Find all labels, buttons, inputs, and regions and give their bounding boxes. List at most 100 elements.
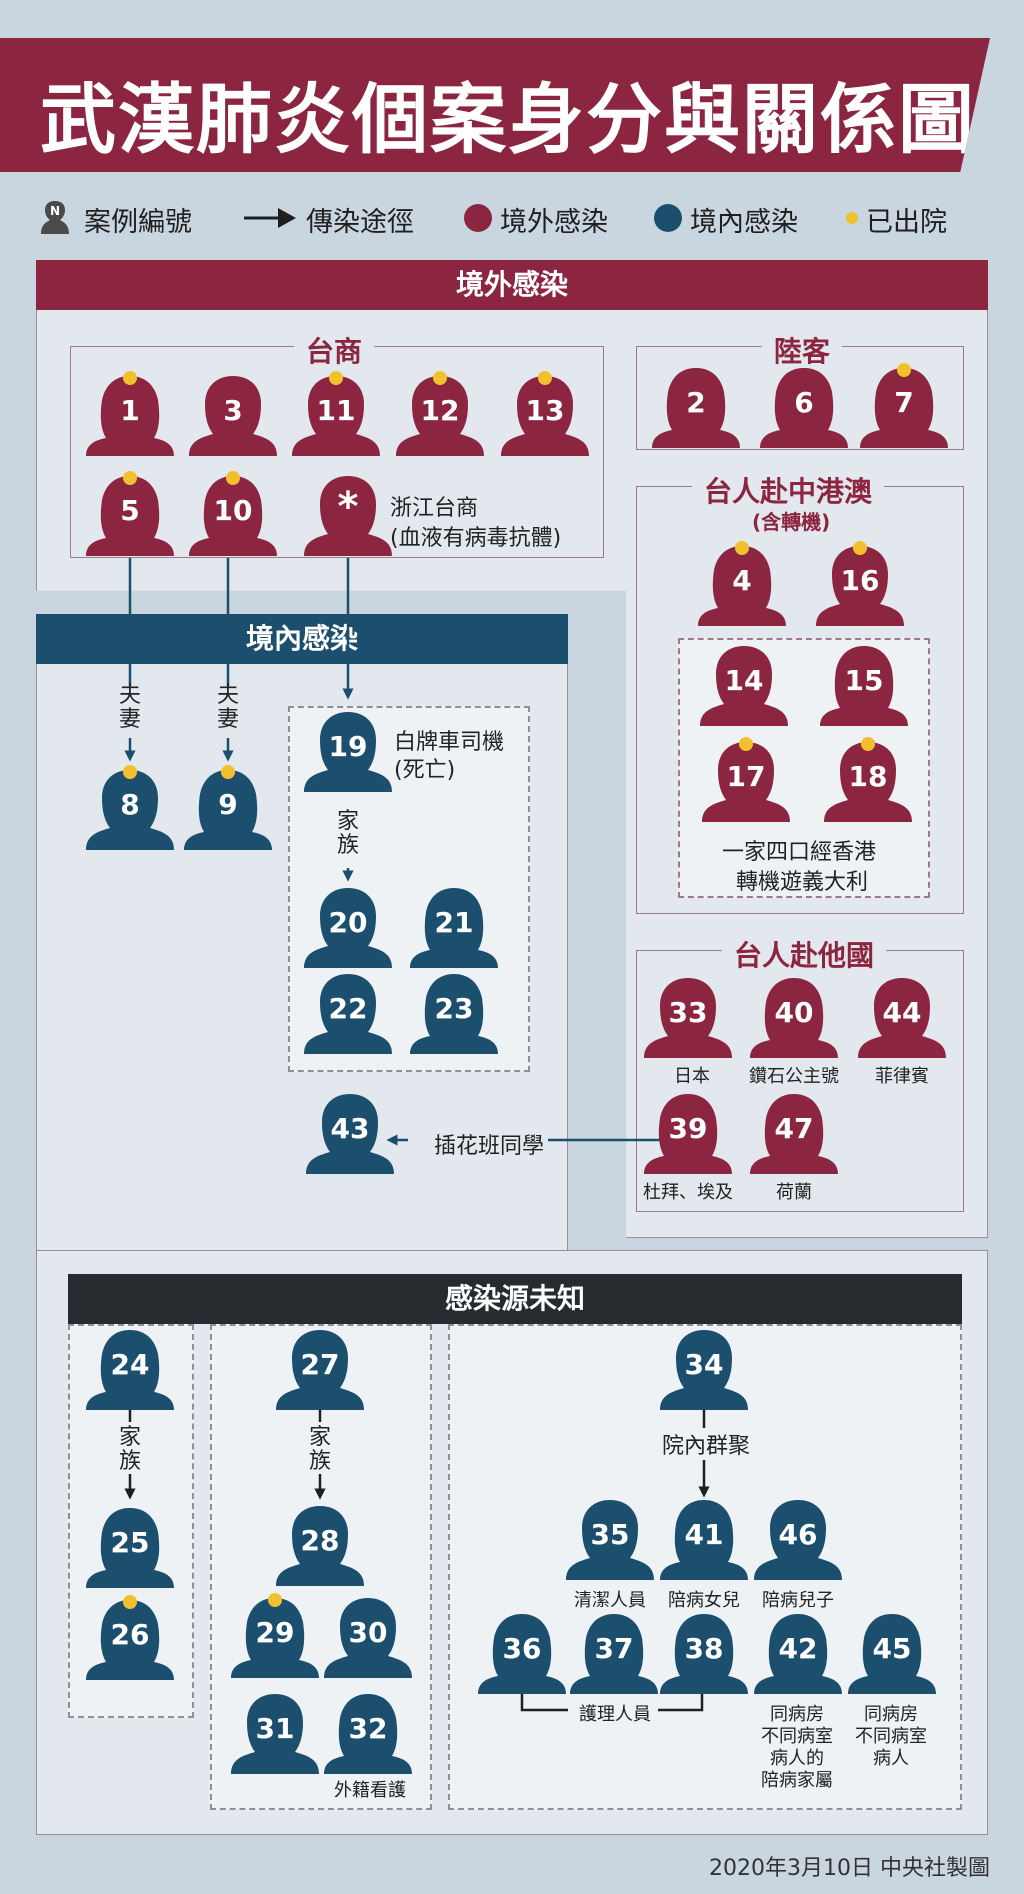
- case-number: 16: [841, 564, 880, 597]
- discharged-dot-icon: [846, 212, 858, 224]
- case-26-person-icon: 26: [86, 1595, 174, 1680]
- legend-transmission-label: 傳染途徑: [306, 207, 414, 238]
- flower-class-label: 插花班同學: [430, 1128, 549, 1160]
- case-number: 39: [669, 1112, 708, 1145]
- nurses-bracket-left: [520, 1694, 568, 1712]
- case-number: 2: [686, 386, 705, 419]
- case-number: 44: [883, 996, 922, 1029]
- taiwanese-china-subtitle: (含轉機): [752, 510, 831, 534]
- case-number: 3: [223, 394, 242, 427]
- discharged-dot-icon: [123, 471, 137, 485]
- case-number: 8: [120, 788, 139, 821]
- legend-local-label: 境內感染: [690, 207, 798, 238]
- case-number: 19: [329, 730, 368, 763]
- local-dot-icon: [654, 204, 682, 232]
- case-number: 15: [845, 664, 884, 697]
- dubai-label: 杜拜、埃及: [643, 1182, 733, 1203]
- case-number: 42: [779, 1632, 818, 1665]
- spouse-b-label: 夫妻: [216, 683, 239, 732]
- case-34-person-icon: 34: [660, 1330, 748, 1410]
- discharged-dot-icon: [123, 371, 137, 385]
- diamond-label: 鑽石公主號: [749, 1066, 839, 1087]
- case-number: 30: [349, 1616, 388, 1649]
- case-47-person-icon: 47: [750, 1094, 838, 1174]
- case-38-person-icon: 38: [660, 1614, 748, 1694]
- case-number: 31: [256, 1712, 295, 1745]
- daughter-label: 陪病女兒: [668, 1590, 740, 1611]
- son-label: 陪病兒子: [762, 1590, 834, 1611]
- philippines-label: 菲律賓: [875, 1066, 929, 1087]
- cleaner-label: 清潔人員: [574, 1590, 646, 1611]
- legend-imported-label: 境外感染: [500, 207, 608, 238]
- case-23-person-icon: 23: [410, 974, 498, 1054]
- legend-discharged-label: 已出院: [866, 207, 947, 238]
- case-number: 32: [349, 1712, 388, 1745]
- case-10-person-icon: 10: [189, 471, 277, 556]
- family-27-label: 家族: [308, 1425, 331, 1474]
- case-43-person-icon: 43: [306, 1094, 394, 1174]
- case-number: 7: [894, 386, 913, 419]
- discharged-dot-icon: [123, 1595, 137, 1609]
- case-number: 29: [256, 1616, 295, 1649]
- case-20-person-icon: 20: [304, 888, 392, 968]
- case-25-person-icon: 25: [86, 1508, 174, 1588]
- case-42-person-icon: 42: [754, 1614, 842, 1694]
- case-33-person-icon: 33: [644, 978, 732, 1058]
- case-21-person-icon: 21: [410, 888, 498, 968]
- case-8-person-icon: 8: [86, 765, 174, 850]
- zhejiang-label: 浙江台商: [390, 496, 479, 521]
- case-number: 13: [526, 394, 565, 427]
- nurses-bracket-right: [658, 1694, 704, 1712]
- case-40-person-icon: 40: [750, 978, 838, 1058]
- c45-label-3: 病人: [873, 1748, 909, 1769]
- case-number: 21: [435, 906, 474, 939]
- case-number: 25: [111, 1526, 150, 1559]
- case-number: 28: [301, 1524, 340, 1557]
- taiwanese-china-title: 台人赴中港澳: [692, 470, 885, 510]
- case-number: 18: [849, 760, 888, 793]
- case-number: 20: [329, 906, 368, 939]
- case-number: 46: [779, 1518, 818, 1551]
- case-number: 11: [317, 394, 356, 427]
- zhejiang-note: (血液有病毒抗體): [390, 526, 562, 551]
- case-46-person-icon: 46: [754, 1500, 842, 1580]
- discharged-dot-icon: [538, 371, 552, 385]
- c42-label-3: 病人的: [770, 1748, 824, 1769]
- imported-section-header: 境外感染: [36, 260, 988, 310]
- title-banner: 武漢肺炎個案身分與關係圖: [0, 38, 990, 172]
- case-star-person-icon: *: [304, 476, 392, 556]
- case-12-person-icon: 12: [396, 371, 484, 456]
- driver-note: (死亡): [394, 758, 456, 783]
- luke-title: 陸客: [762, 330, 843, 370]
- svg-text:N: N: [50, 204, 60, 218]
- case-number: 6: [794, 386, 813, 419]
- local-section-header: 境內感染: [36, 614, 568, 664]
- hk-family-label-1: 一家四口經香港: [722, 840, 877, 865]
- discharged-dot-icon: [853, 541, 867, 555]
- case-number: *: [338, 484, 359, 530]
- discharged-dot-icon: [739, 737, 753, 751]
- case-14-person-icon: 14: [700, 646, 788, 726]
- case-number: 34: [685, 1348, 724, 1381]
- case-3-person-icon: 3: [189, 376, 277, 456]
- case-19-person-icon: 19: [304, 712, 392, 792]
- unknown-section-header: 感染源未知: [68, 1274, 962, 1324]
- case-number: 10: [214, 494, 253, 527]
- case-2-person-icon: 2: [652, 368, 740, 448]
- case-27-person-icon: 27: [276, 1330, 364, 1410]
- family-19-label: 家族: [336, 809, 359, 858]
- case-number: 35: [591, 1518, 630, 1551]
- discharged-dot-icon: [226, 471, 240, 485]
- case-45-person-icon: 45: [848, 1614, 936, 1694]
- case-31-person-icon: 31: [231, 1694, 319, 1774]
- discharged-dot-icon: [329, 371, 343, 385]
- c42-label-1: 同病房: [770, 1704, 824, 1725]
- case-9-person-icon: 9: [184, 765, 272, 850]
- discharged-dot-icon: [735, 541, 749, 555]
- case-28-person-icon: 28: [276, 1506, 364, 1586]
- c42-label-4: 陪病家屬: [761, 1770, 833, 1791]
- case-30-person-icon: 30: [324, 1598, 412, 1678]
- discharged-dot-icon: [861, 737, 875, 751]
- credit: 2020年3月10日 中央社製圖: [709, 1856, 990, 1881]
